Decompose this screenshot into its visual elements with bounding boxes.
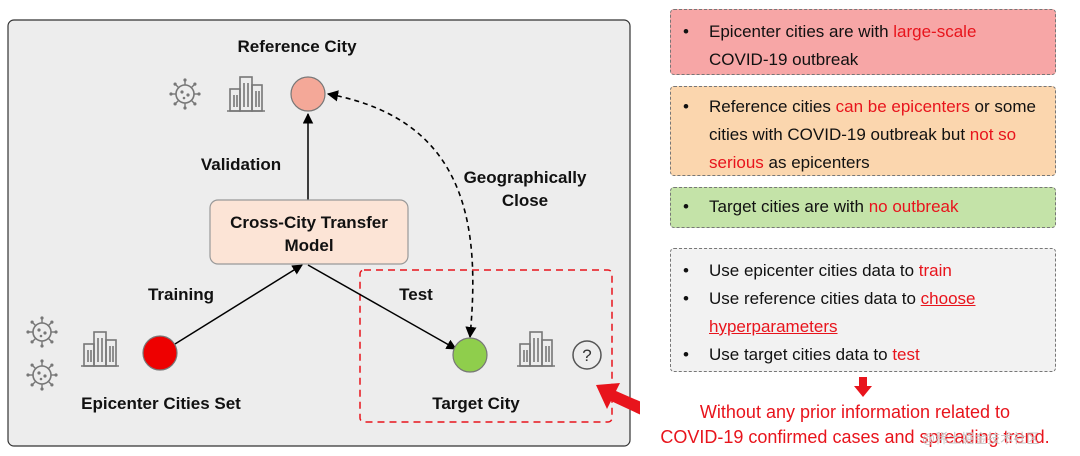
usage-item-train: Use epicenter cities data to train — [671, 257, 1049, 285]
question-icon — [572, 340, 602, 370]
training-arrow — [174, 264, 303, 345]
usage-item-choose: Use reference cities data to choosehyper… — [671, 285, 1049, 341]
geographically-label: Geographically — [464, 168, 587, 187]
reference-definition-box: Reference cities can be epicenters or so… — [670, 86, 1056, 176]
epicenter-definition-box: Epicenter cities are with large-scaleCOV… — [670, 9, 1056, 75]
usage-box: Use epicenter cities data to train Use r… — [670, 248, 1056, 372]
transfer-model-box[interactable] — [209, 199, 409, 265]
red-arrow-to-target — [596, 383, 640, 415]
epicenter-set-label: Epicenter Cities Set — [81, 394, 241, 413]
epicenter-definition: Epicenter cities are with large-scaleCOV… — [671, 18, 1047, 74]
reference-definition: Reference cities can be epicenters or so… — [671, 93, 1047, 177]
target-definition: Target cities are with no outbreak — [671, 193, 1047, 221]
model-label-line1: Cross-City Transfer — [230, 213, 388, 232]
prior-information-line2: COVID-19 confirmed cases and spreading t… — [660, 427, 1050, 447]
close-label: Close — [502, 191, 548, 210]
reference-city-label: Reference City — [237, 37, 357, 56]
prior-information-note: Without any prior information related to… — [630, 400, 1080, 450]
training-label: Training — [148, 285, 214, 304]
reference-city-node[interactable] — [290, 76, 326, 112]
epicenter-city-node[interactable] — [142, 335, 178, 371]
down-arrow-icon — [854, 377, 872, 397]
geographically-close-arrow — [326, 90, 477, 339]
model-label-line2: Model — [284, 236, 333, 255]
prior-information-line1: Without any prior information related to — [699, 402, 1011, 422]
target-definition-box: Target cities are with no outbreak — [670, 187, 1056, 228]
question-mark: ? — [582, 346, 591, 365]
validation-label: Validation — [201, 155, 281, 174]
target-city-label: Target City — [432, 394, 520, 413]
target-city-node[interactable] — [452, 337, 488, 373]
usage-item-test: Use target cities data to test — [671, 341, 1049, 369]
test-label: Test — [399, 285, 433, 304]
transfer-diagram: Cross-City Transfer Model ? Reference Ci… — [7, 19, 640, 447]
watermark: @稀土掘金技术社区 — [922, 431, 1040, 446]
target-region-box — [359, 269, 613, 423]
